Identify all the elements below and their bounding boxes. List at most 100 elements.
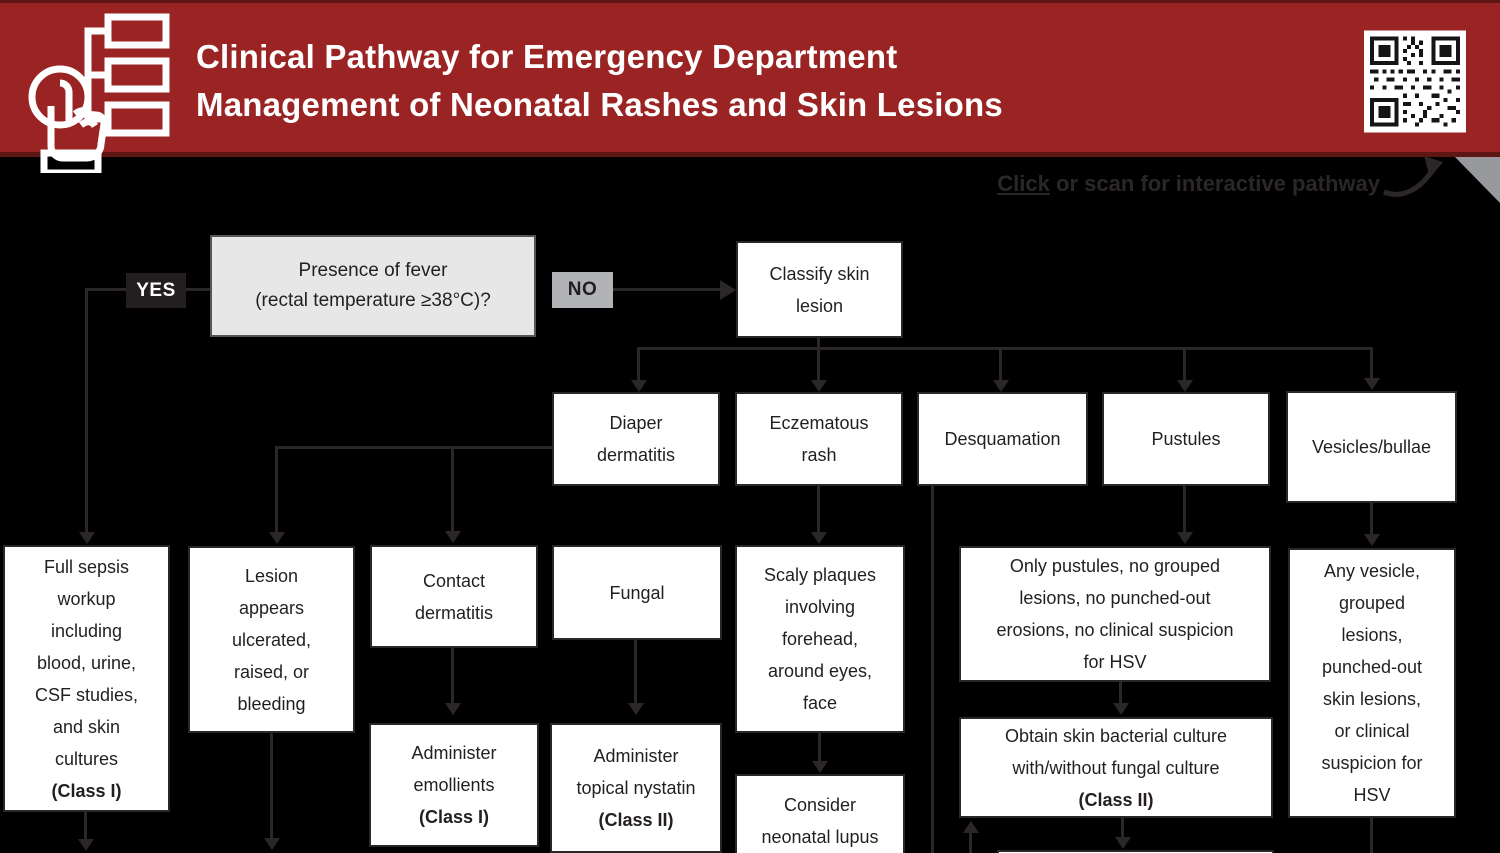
node-eczematous-text: Eczematous rash [769,413,869,465]
flow-arrowhead [79,532,95,544]
hand-click-flowchart-icon [28,13,170,173]
flow-line [1119,680,1122,705]
node-obtain-culture-text: Obtain skin bacterial culture with/witho… [1004,725,1228,778]
node-vesicles-bullae: Vesicles/bullae [1286,391,1457,503]
yes-label: YES [126,273,186,308]
flow-line [817,484,820,534]
node-lesion-appears-text: Lesion appears ulcerated, raised, or ble… [231,565,312,714]
node-full-sepsis-workup: Full sepsis workup including blood, urin… [3,545,170,812]
flow-line [270,731,273,840]
flow-line [186,288,212,291]
node-fungal-text: Fungal [609,582,665,603]
flow-line [1370,501,1373,536]
flow-line [275,446,554,449]
node-lesion-appears: Lesion appears ulcerated, raised, or ble… [188,546,355,733]
curved-arrow-icon [1383,156,1443,197]
node-scaly-plaques-text: Scaly plaques involving forehead, around… [763,565,877,713]
flow-arrowhead [963,821,979,833]
node-diaper-dermatitis: Diaper dermatitis [552,392,720,486]
node-diaper-text: Diaper dermatitis [596,413,676,465]
node-only-pustules-text: Only pustules, no grouped lesions, no pu… [996,556,1234,672]
yes-label-text: YES [136,279,176,301]
flow-arrowhead [1364,378,1380,390]
flow-arrowhead [1177,532,1193,544]
flow-arrowhead [631,380,647,392]
flow-arrowhead [1115,837,1131,849]
flow-arrowhead [445,531,461,543]
flow-line [637,347,640,382]
flow-line [638,347,1373,350]
flow-line [634,638,637,705]
flow-line [969,831,972,853]
flow-line [931,484,934,853]
flow-line [87,288,127,291]
node-classify-skin-lesion: Classify skin lesion [736,241,903,338]
node-nystatin-text: Administer topical nystatin [576,746,696,798]
flow-arrowhead [78,839,94,851]
flow-line [85,288,88,538]
flow-line [999,347,1002,382]
flow-arrowhead [1177,380,1193,392]
node-desquamation: Desquamation [917,392,1088,486]
cta-text: Click or scan for interactive pathway [700,171,1380,197]
node-contact-dermatitis: Contact dermatitis [370,545,538,648]
flow-line [1121,816,1124,839]
flow-line [613,288,721,291]
flow-arrowhead [445,703,461,715]
flow-arrowhead [812,761,828,773]
node-partial-bottom [997,850,1274,853]
flow-arrowhead [1113,703,1129,715]
node-administer-nystatin: Administer topical nystatin (Class II) [550,723,722,853]
flow-line [1183,347,1186,382]
flow-arrowhead [993,380,1009,392]
node-only-pustules: Only pustules, no grouped lesions, no pu… [959,546,1271,682]
page-title: Clinical Pathway for Emergency Departmen… [196,33,1003,129]
cta-rest-text: or scan for interactive pathway [1049,171,1380,196]
flow-line [451,446,454,533]
header-banner: Clinical Pathway for Emergency Departmen… [0,0,1500,173]
no-label-text: NO [567,279,598,300]
flow-line [1183,484,1186,534]
flow-arrowhead [1364,534,1380,546]
node-eczematous-rash: Eczematous rash [735,392,903,486]
flow-arrowhead [628,703,644,715]
node-obtain-culture-class: (Class II) [1078,789,1154,810]
node-emollients-class: (Class I) [418,807,490,827]
flow-line [1370,816,1373,853]
flow-line [817,336,820,349]
flow-line [84,810,87,841]
page-fold-triangle [1455,157,1500,203]
node-pustules-text: Pustules [1151,429,1221,449]
node-administer-emollients: Administer emollients (Class I) [369,723,539,847]
flow-arrowhead [264,838,280,850]
node-nystatin-class: (Class II) [598,810,674,830]
flow-line [451,646,454,705]
node-classify-text: Classify skin lesion [769,263,870,316]
flow-arrowhead [811,532,827,544]
node-consider-neonatal-lupus: Consider neonatal lupus [735,774,905,853]
title-line-1: Clinical Pathway for Emergency Departmen… [196,38,898,75]
flow-line [818,731,821,763]
title-line-2: Management of Neonatal Rashes and Skin L… [196,86,1003,123]
node-fever-question: Presence of fever (rectal temperature ≥3… [210,235,536,337]
node-full-sepsis-text: Full sepsis workup including blood, urin… [34,556,139,769]
node-scaly-plaques: Scaly plaques involving forehead, around… [735,545,905,733]
flow-line [275,446,278,534]
node-any-vesicle-text: Any vesicle, grouped lesions, punched-ou… [1321,561,1423,805]
no-label: NO [552,272,613,308]
flow-arrowhead [720,280,736,300]
cta-click-link[interactable]: Click [997,171,1050,196]
node-emollients-text: Administer emollients [411,743,497,795]
node-any-vesicle: Any vesicle, grouped lesions, punched-ou… [1288,548,1456,818]
node-vesicles-text: Vesicles/bullae [1311,437,1432,457]
flow-line [817,347,820,382]
node-lupus-text: Consider neonatal lupus [761,795,879,847]
qr-code[interactable] [1364,30,1466,133]
flow-arrowhead [811,380,827,392]
node-obtain-culture: Obtain skin bacterial culture with/witho… [959,717,1273,818]
node-desquamation-text: Desquamation [944,429,1061,449]
node-fungal: Fungal [552,545,722,640]
flow-arrowhead [269,532,285,544]
node-full-sepsis-class: (Class I) [51,780,122,801]
